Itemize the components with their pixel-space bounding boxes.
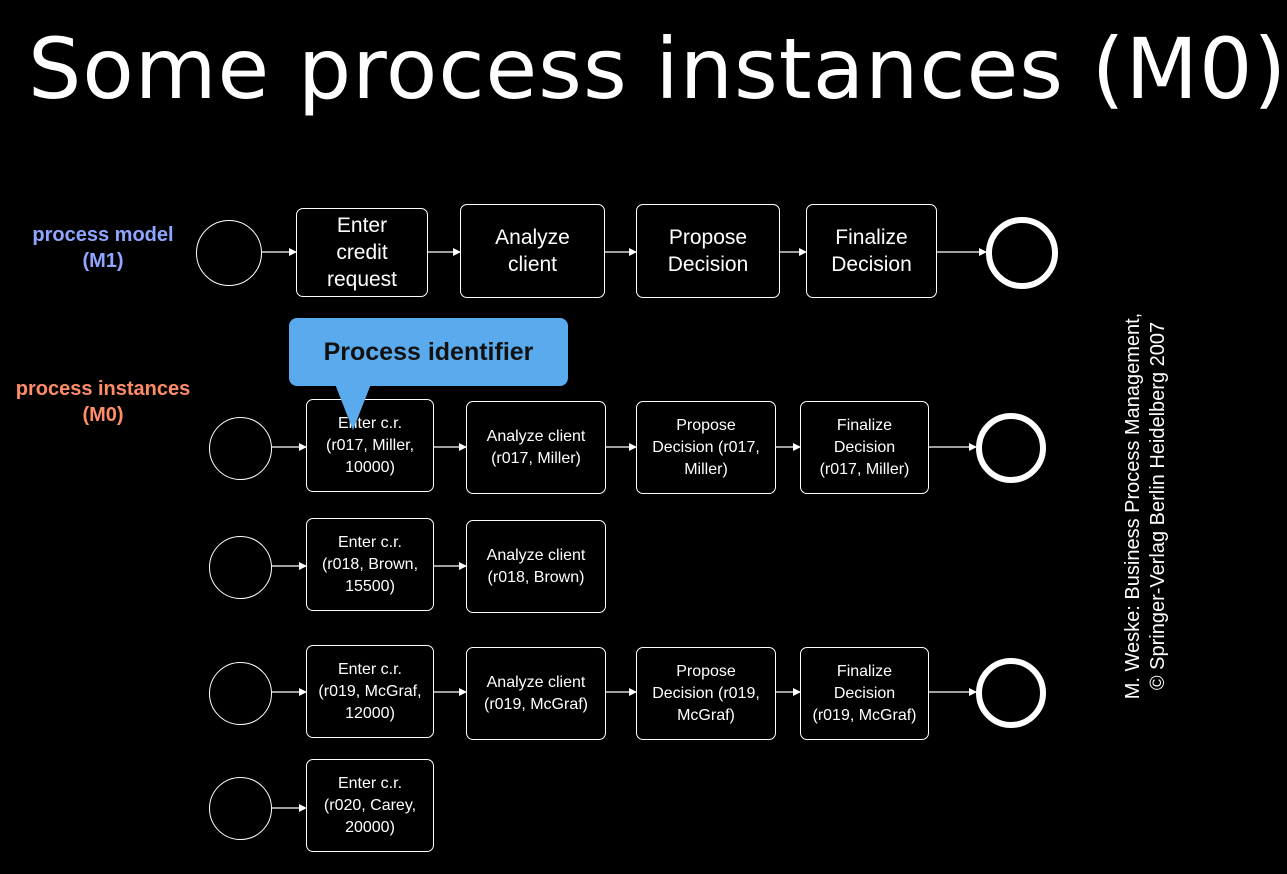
model-task-enter-credit-request: Enter credit request: [296, 208, 428, 297]
instance-end-event: [976, 658, 1046, 728]
task-label: Enter c.r. (r020, Carey, 20000): [323, 774, 417, 836]
task-label: Analyze client: [495, 226, 570, 276]
instance-start-event: [209, 777, 272, 840]
credit-line-1: M. Weske: Business Process Management,: [1122, 312, 1144, 700]
instance-task-propose: Propose Decision (r017, Miller): [636, 401, 776, 494]
task-label: Analyze client (r018, Brown): [486, 546, 586, 586]
instance-end-event: [976, 413, 1046, 483]
sequence-flows: [262, 248, 987, 812]
task-label: Analyze client (r019, McGraf): [483, 673, 588, 713]
copyright-credit: M. Weske: Business Process Management, ©…: [1106, 286, 1186, 726]
task-label: Propose Decision (r019, McGraf): [652, 662, 760, 724]
task-label: Propose Decision: [667, 226, 749, 276]
model-task-finalize-decision: Finalize Decision: [806, 204, 937, 298]
task-label: Enter credit request: [326, 214, 398, 291]
task-label: Analyze client (r017, Miller): [486, 427, 586, 467]
task-label: Propose Decision (r017, Miller): [652, 416, 760, 478]
task-label: Finalize Decision (r017, Miller): [819, 416, 910, 478]
instance-task-finalize: Finalize Decision (r017, Miller): [800, 401, 929, 494]
instance-start-event: [209, 662, 272, 725]
process-instances-label-text: process instances (M0): [15, 378, 191, 426]
instance-task-analyze: Analyze client (r019, McGraf): [466, 647, 606, 740]
process-instances-label: process instances (M0): [0, 376, 206, 428]
page-title: Some process instances (M0): [28, 20, 1287, 118]
model-task-analyze-client: Analyze client: [460, 204, 605, 298]
task-label: Enter c.r. (r019, McGraf, 12000): [318, 660, 422, 722]
model-task-propose-decision: Propose Decision: [636, 204, 780, 298]
instance-task-analyze: Analyze client (r018, Brown): [466, 520, 606, 613]
instance-task-propose: Propose Decision (r019, McGraf): [636, 647, 776, 740]
instance-task-enter: Enter c.r. (r020, Carey, 20000): [306, 759, 434, 852]
model-end-event: [986, 217, 1058, 289]
callout-text: Process identifier: [323, 337, 534, 366]
model-start-event: [196, 220, 262, 286]
credit-line-2: © Springer-Verlag Berlin Heidelberg 2007: [1147, 321, 1169, 691]
instance-task-analyze: Analyze client (r017, Miller): [466, 401, 606, 494]
process-model-label-text: process model (M1): [32, 224, 174, 272]
instance-start-event: [209, 417, 272, 480]
instance-task-enter: Enter c.r. (r019, McGraf, 12000): [306, 645, 434, 738]
task-label: Finalize Decision: [831, 226, 912, 276]
instance-task-enter: Enter c.r. (r018, Brown, 15500): [306, 518, 434, 611]
task-label: Finalize Decision (r019, McGraf): [812, 662, 917, 724]
callout-pointer: [335, 384, 371, 430]
instance-task-finalize: Finalize Decision (r019, McGraf): [800, 647, 929, 740]
process-identifier-callout: Process identifier: [289, 318, 568, 386]
task-label: Enter c.r. (r018, Brown, 15500): [321, 533, 419, 595]
instance-start-event: [209, 536, 272, 599]
process-model-label: process model (M1): [18, 222, 188, 274]
